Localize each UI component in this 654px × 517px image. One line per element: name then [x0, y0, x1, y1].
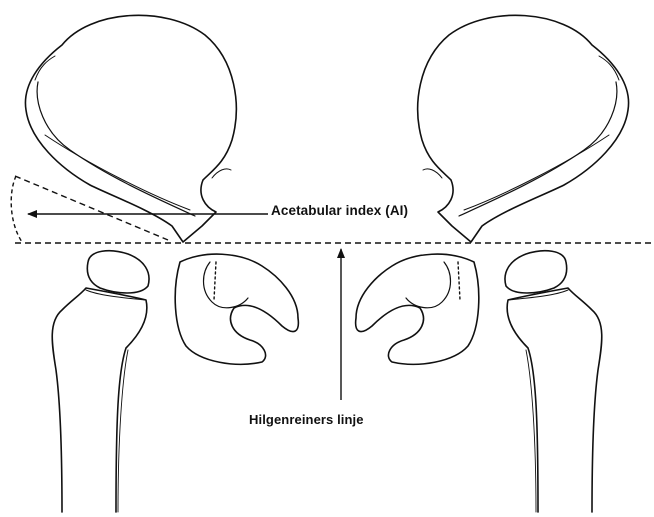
right-ilium	[418, 15, 629, 242]
left-femoral-head-ossification	[87, 251, 149, 293]
right-ischium-pubis	[356, 254, 479, 364]
left-ilium	[25, 15, 236, 242]
left-ischium-pubis	[175, 254, 298, 364]
left-femur	[52, 288, 147, 512]
right-femoral-head-ossification	[505, 251, 567, 293]
hilgenreiner-line-label: Hilgenreiners linje	[249, 412, 364, 427]
acetabular-index-label: Acetabular index (AI)	[271, 203, 408, 218]
right-femur	[507, 288, 602, 512]
acetabular-angle-arc	[11, 176, 22, 242]
